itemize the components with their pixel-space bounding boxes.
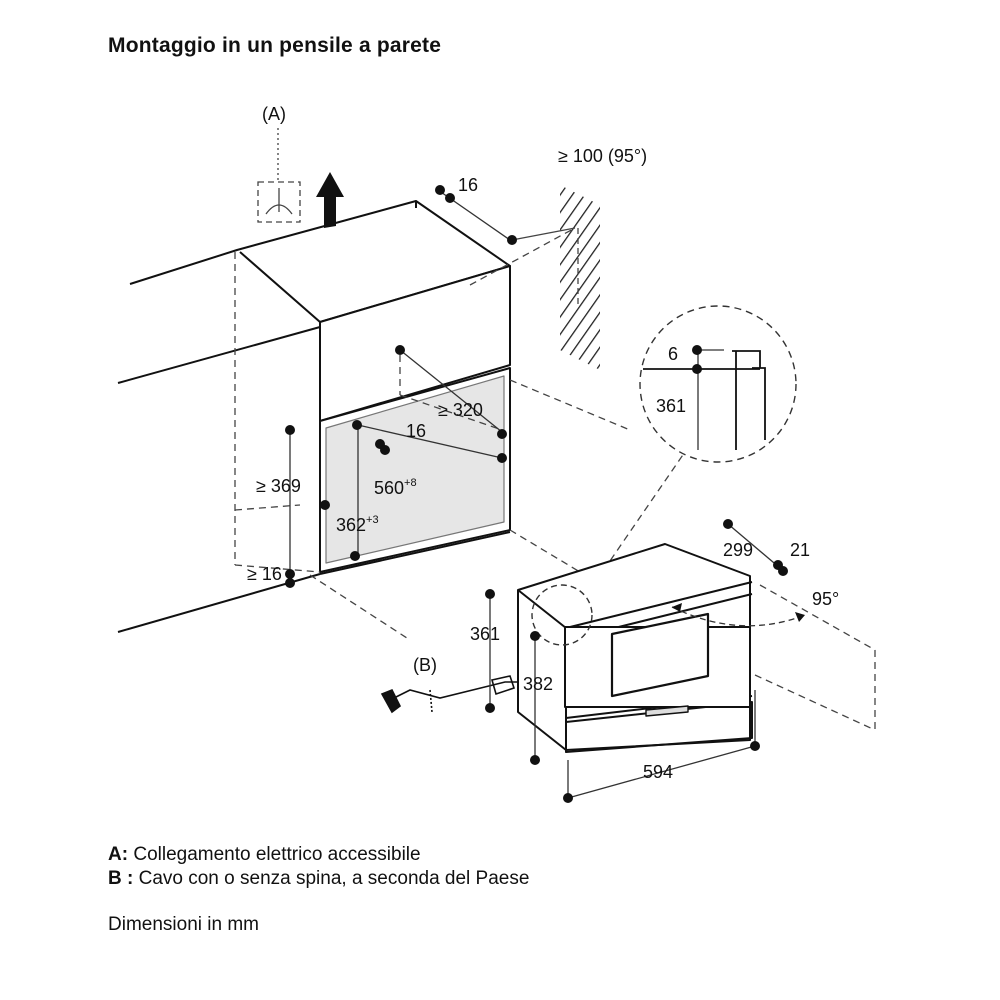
- dim-16-top-label: 16: [458, 175, 478, 195]
- legend-text-a: Collegamento elettrico accessibile: [133, 844, 421, 865]
- dim-21-label: 21: [790, 540, 810, 560]
- dim-369-label: ≥ 369: [256, 476, 301, 496]
- marker-a-label: (A): [262, 104, 286, 124]
- dim-362-label: 362+3: [336, 514, 379, 535]
- legend-key-a: A:: [108, 844, 129, 865]
- dim-594-label: 594: [643, 762, 673, 782]
- electrical-connection-icon: [257, 128, 301, 223]
- appliance: [517, 543, 753, 753]
- dim-16-inner-label: 16: [406, 421, 426, 441]
- dim-560-label: 560+8: [374, 477, 417, 498]
- detail-circle: [639, 305, 797, 463]
- angle-95-label: 95°: [812, 589, 839, 609]
- legend-item-b: B : Cavo con o senza spina, a seconda de…: [108, 868, 529, 890]
- dim-320-label: ≥ 320: [438, 400, 483, 420]
- legend-text-b: Cavo con o senza spina, a seconda del Pa…: [138, 868, 530, 889]
- legend-item-a: A: Collegamento elettrico accessibile: [108, 844, 421, 866]
- page-title: Montaggio in un pensile a parete: [108, 34, 442, 57]
- wall-cabinet: [117, 200, 511, 633]
- clearance-top-label: ≥ 100 (95°): [558, 146, 647, 166]
- units-note: Dimensioni in mm: [108, 914, 259, 935]
- arrow-up-icon: [316, 172, 344, 228]
- dim-16-bottom-label: ≥ 16: [247, 564, 282, 584]
- detail-361-label: 361: [656, 396, 686, 416]
- dim-382-label: 382: [523, 674, 553, 694]
- door-swing-arc: [671, 606, 806, 627]
- dim-361-label: 361: [470, 624, 500, 644]
- power-cable-icon: [380, 675, 518, 714]
- detail-6-label: 6: [668, 344, 678, 364]
- legend-key-b: B :: [108, 868, 134, 889]
- marker-b-label: (B): [413, 655, 437, 675]
- rear-wall: [511, 185, 600, 370]
- dimension-points: [285, 185, 788, 803]
- dim-299-label: 299: [723, 540, 753, 560]
- construction-lines: [234, 227, 876, 731]
